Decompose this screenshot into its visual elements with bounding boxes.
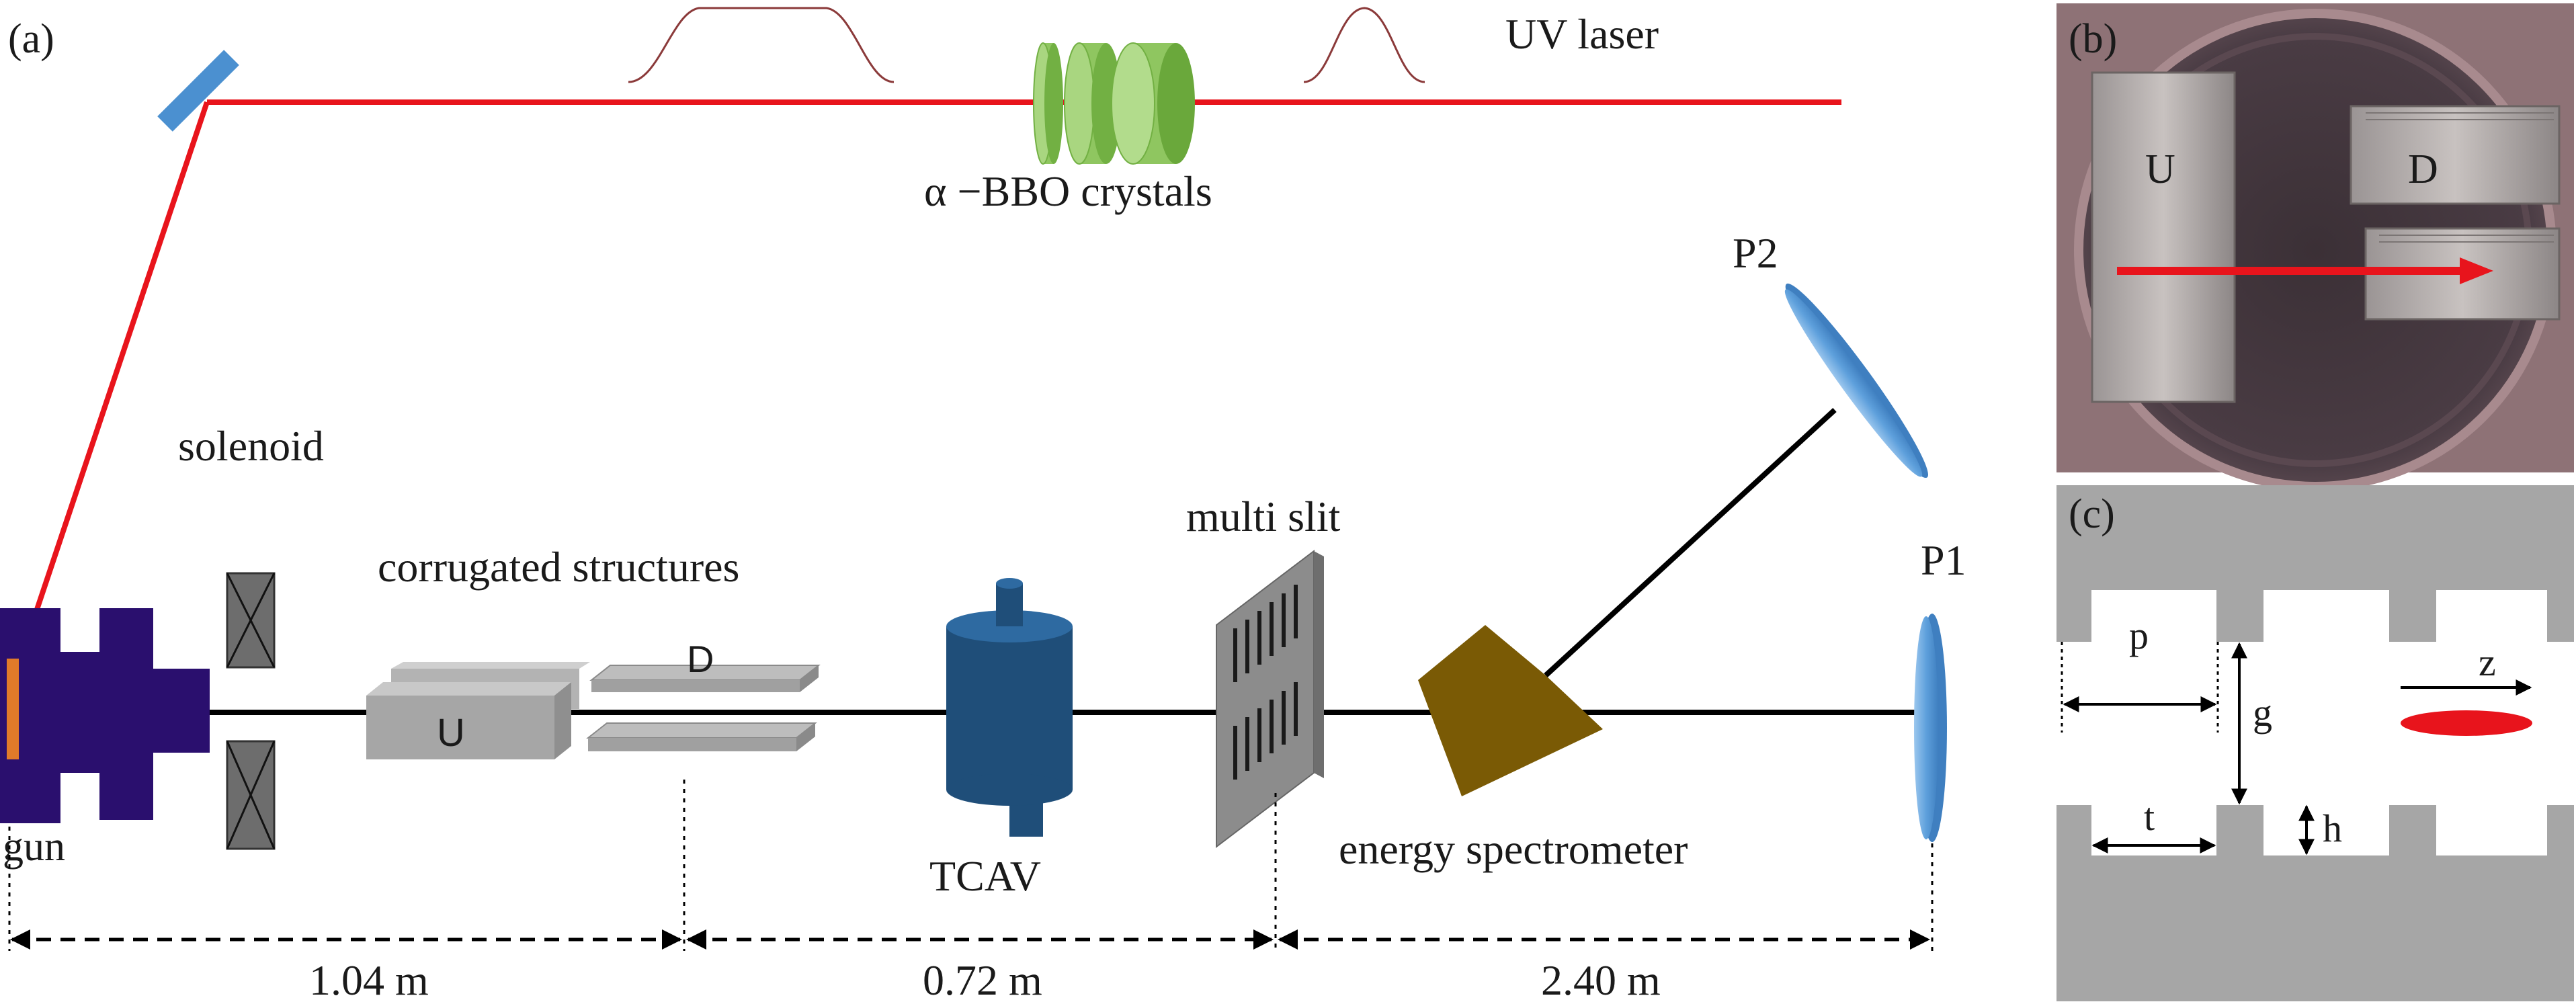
z-label: z	[2479, 640, 2496, 684]
corrugated-structures-label: corrugated structures	[378, 543, 739, 591]
bbo-crystals-label: α −BBO crystals	[924, 167, 1212, 215]
t-label: t	[2144, 795, 2155, 839]
multi-slit-label: multi slit	[1186, 493, 1341, 540]
corrugated-structure-d: D	[586, 638, 821, 751]
tcav	[946, 578, 1073, 837]
photo-u-label: U	[2145, 147, 2175, 192]
panel-a-label: (a)	[8, 16, 54, 62]
gaussian-pulse-shape	[1303, 7, 1425, 83]
dimension-markers	[8, 780, 1934, 951]
upper-corrugated-wall	[2056, 485, 2574, 642]
crystal-2	[1064, 42, 1121, 165]
photo-structure-u	[2091, 71, 2236, 403]
panel-c: (c) p g t h z	[2056, 485, 2574, 1001]
p2-screen	[1784, 283, 1928, 478]
multi-slit	[1216, 549, 1324, 849]
solenoid-upper	[226, 572, 276, 669]
p1-label: P1	[1921, 536, 1966, 584]
photo-corrugation-lines	[2366, 112, 2554, 243]
p1-screen	[1914, 614, 1947, 842]
gun-cathode	[7, 659, 19, 759]
corrugated-structure-u: U	[366, 662, 590, 759]
crystal-3	[1111, 42, 1195, 165]
distance-3: 2.40 m	[1541, 956, 1661, 1002]
lower-corrugated-wall	[2056, 805, 2574, 1001]
crystal-1	[1033, 42, 1063, 165]
period-markers	[2061, 642, 2219, 733]
energy-spectrometer-label: energy spectrometer	[1339, 825, 1688, 873]
uv-laser-label: UV laser	[1505, 10, 1659, 58]
photo-d-label: D	[2408, 147, 2438, 192]
laser-beam-diagonal	[5, 101, 210, 697]
photo-beam-arrowhead	[2460, 257, 2493, 284]
bbo-crystals	[1033, 42, 1195, 165]
electron-gun	[0, 608, 210, 823]
g-label: g	[2253, 691, 2272, 735]
solenoid-label: solenoid	[178, 422, 324, 470]
flat-top-pulse-shape	[628, 7, 895, 83]
photo-structure-d-upper	[2350, 105, 2561, 205]
tcav-label: TCAV	[929, 852, 1041, 900]
distance-2: 0.72 m	[923, 956, 1042, 1002]
gun-label: gun	[3, 824, 65, 870]
panel-b: U D (b)	[2056, 3, 2574, 491]
beamline-to-p2	[1544, 408, 1837, 677]
solenoid-lower	[226, 740, 276, 850]
panel-c-label: (c)	[2069, 491, 2115, 537]
p-label: p	[2129, 614, 2149, 657]
distance-1: 1.04 m	[309, 956, 429, 1002]
structure-d-label: D	[687, 638, 714, 680]
electron-bunch	[2401, 710, 2532, 736]
panel-b-label: (b)	[2069, 16, 2117, 62]
laser-mirror	[157, 50, 239, 132]
structure-u-label: U	[437, 711, 465, 755]
energy-spectrometer	[1418, 625, 1603, 796]
slit-lines	[1233, 585, 1298, 780]
p2-label: P2	[1733, 229, 1778, 277]
h-label: h	[2323, 806, 2342, 850]
panel-a: (a) UV laser	[0, 7, 1966, 1002]
